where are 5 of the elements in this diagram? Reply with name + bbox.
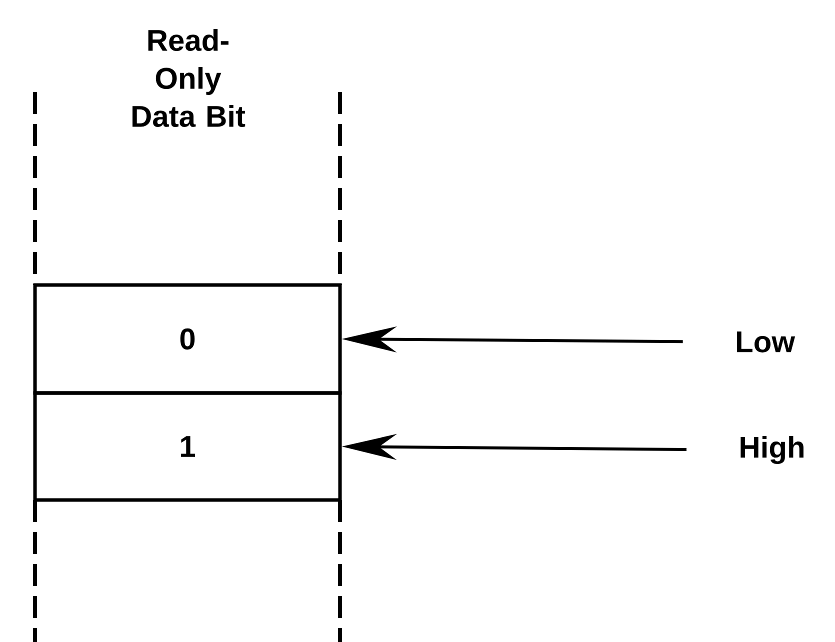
- signal-label: Low: [737, 332, 796, 352]
- table-cell: 0: [33, 283, 342, 395]
- table-cell: 1: [33, 391, 342, 502]
- column-heading: Read- Only Data Bit: [132, 28, 246, 128]
- signal-label: High: [740, 436, 804, 464]
